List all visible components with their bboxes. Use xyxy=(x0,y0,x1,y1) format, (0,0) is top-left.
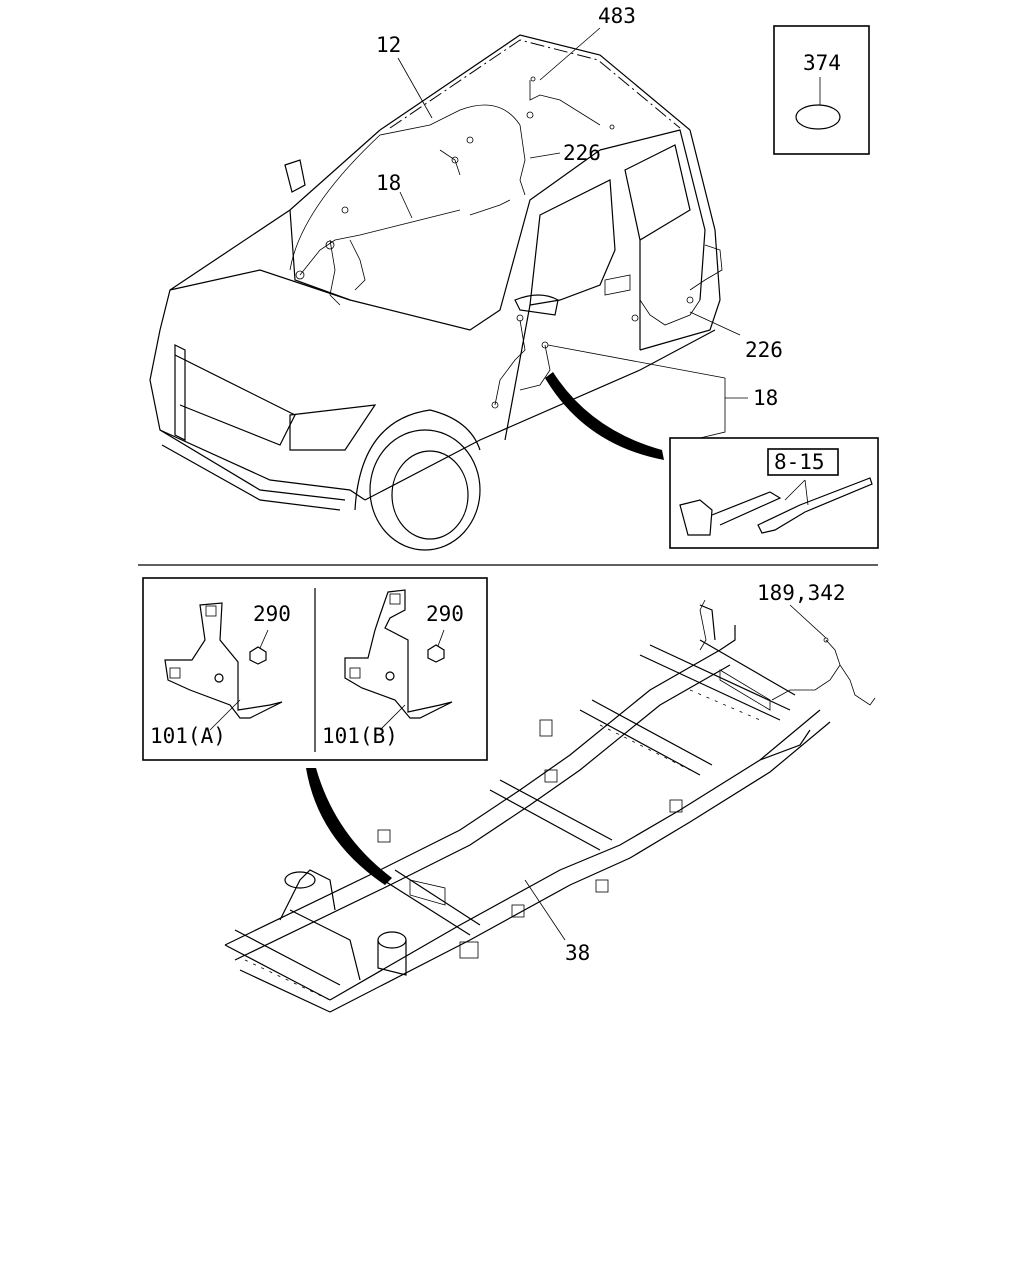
label-290-b: 290 xyxy=(426,602,464,626)
callout-arrow-lower xyxy=(306,768,392,885)
chassis-frame xyxy=(224,604,831,1013)
label-101-b: 101(B) xyxy=(322,724,398,748)
callout-arrow-upper xyxy=(545,372,664,460)
label-189-342: 189,342 xyxy=(757,581,846,605)
wiring-harness-side xyxy=(491,244,723,409)
label-18-top: 18 xyxy=(376,171,401,195)
label-8-15: 8-15 xyxy=(774,450,825,474)
harness-189-342 xyxy=(699,599,876,706)
label-290-a: 290 xyxy=(253,602,291,626)
part-374-box xyxy=(773,25,870,155)
vehicle-body-outline xyxy=(149,34,721,551)
label-101-a: 101(A) xyxy=(150,724,226,748)
detail-box-8-15 xyxy=(669,437,879,549)
leader-38 xyxy=(524,879,566,941)
label-38: 38 xyxy=(565,941,590,965)
label-12: 12 xyxy=(376,33,401,57)
detail-box-101 xyxy=(142,577,488,761)
label-226-top: 226 xyxy=(563,141,601,165)
label-18-side: 18 xyxy=(753,386,778,410)
label-226-side: 226 xyxy=(745,338,783,362)
leader-lines-upper xyxy=(397,27,748,439)
label-483: 483 xyxy=(598,4,636,28)
wiring-harness-roof xyxy=(289,76,615,306)
label-374: 374 xyxy=(803,51,841,75)
